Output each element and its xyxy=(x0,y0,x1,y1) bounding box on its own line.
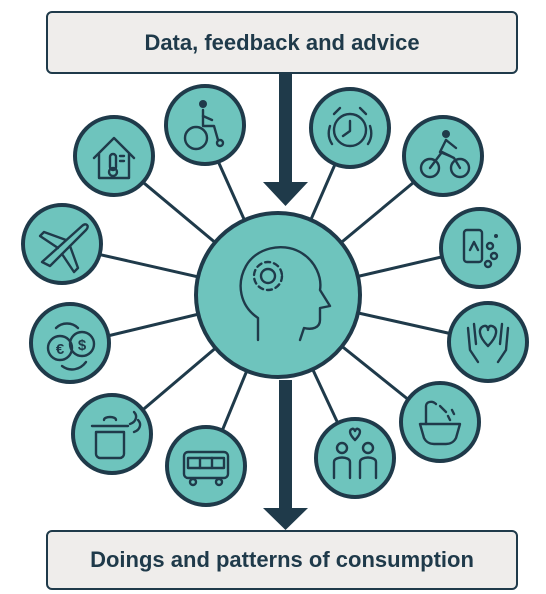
currency-exchange-icon: € $ xyxy=(46,322,96,371)
bottom-box: Doings and patterns of consumption xyxy=(46,530,518,590)
smartphone-social-icon xyxy=(462,228,499,269)
spoke-node-10: € $ xyxy=(29,302,111,384)
spoke-node-2 xyxy=(309,87,391,169)
bus-icon xyxy=(182,450,230,487)
svg-text:€: € xyxy=(56,341,65,358)
spoke-node-4 xyxy=(439,207,521,289)
top-box-label: Data, feedback and advice xyxy=(144,29,420,55)
cyclist-icon xyxy=(419,130,471,179)
wheelchair-user-icon xyxy=(183,100,225,151)
center-node xyxy=(194,211,362,379)
svg-text:$: $ xyxy=(78,337,87,354)
house-thermometer-icon xyxy=(92,136,136,180)
alarm-clock-icon xyxy=(327,106,373,148)
cooking-pot-icon xyxy=(90,410,142,460)
bottom-box-label: Doings and patterns of consumption xyxy=(90,547,474,572)
spoke-node-6 xyxy=(399,381,481,463)
top-box: Data, feedback and advice xyxy=(46,11,518,74)
spoke-node-5 xyxy=(447,301,529,383)
spoke-node-12 xyxy=(73,115,155,197)
arrow-top xyxy=(263,74,308,206)
hands-heart-icon xyxy=(466,322,510,364)
spoke-node-11 xyxy=(21,203,103,285)
spoke-node-3 xyxy=(402,115,484,197)
spoke-node-1 xyxy=(164,84,246,166)
arrow-bottom xyxy=(263,380,308,530)
head-with-gear-icon xyxy=(239,245,332,342)
two-people-heart-icon xyxy=(332,427,378,480)
spoke-node-7 xyxy=(314,417,396,499)
spoke-node-8 xyxy=(165,425,247,507)
spoke-node-9 xyxy=(71,393,153,475)
bathtub-shower-icon xyxy=(418,400,462,446)
airplane-icon xyxy=(38,223,89,274)
